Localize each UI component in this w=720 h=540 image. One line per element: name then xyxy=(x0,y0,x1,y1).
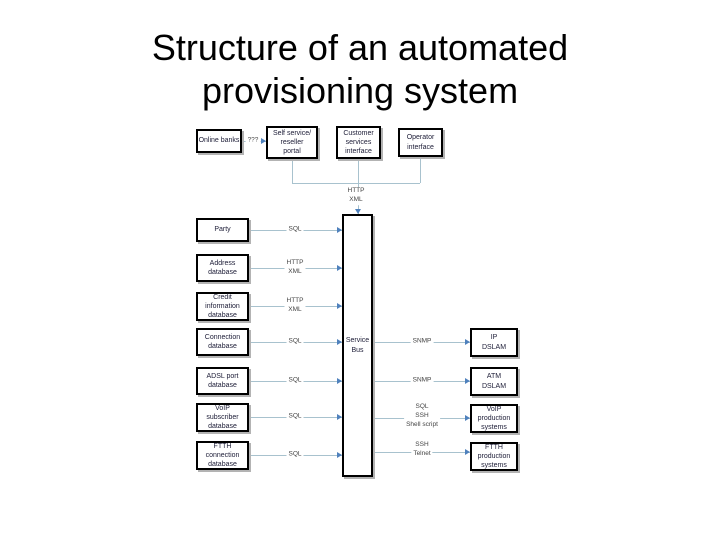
box-service-bus: Service Bus xyxy=(342,214,373,477)
box-party-database: Party xyxy=(196,218,249,242)
box-connection-database: Connection database xyxy=(196,328,249,356)
arrowhead-bus-to-ftth-production xyxy=(465,449,470,455)
connector-portal-drop xyxy=(292,159,293,183)
connector-operator-drop xyxy=(420,157,421,183)
label-atm-dslam-protocol: SNMP xyxy=(410,376,434,386)
label-credit-protocol: HTTP XML xyxy=(284,297,306,315)
label-address-protocol: HTTP XML xyxy=(284,259,306,277)
box-online-banks: Online banks xyxy=(196,129,242,153)
label-ftth-production-protocol: SSH Telnet xyxy=(411,441,433,459)
arrowhead-online-banks-to-portal xyxy=(261,138,266,144)
arrowhead-connection-to-bus xyxy=(337,339,342,345)
label-ftth-db-protocol: SQL xyxy=(286,450,304,460)
connector-top-junction xyxy=(292,183,420,184)
box-credit-information-database: Credit information database xyxy=(196,292,249,321)
label-voip-db-protocol: SQL xyxy=(286,412,304,422)
arrowhead-bus-to-ip-dslam xyxy=(465,339,470,345)
box-customer-services-interface: Customer services interface xyxy=(336,126,381,159)
box-adsl-port-database: ADSL port database xyxy=(196,367,249,395)
box-address-database: Address database xyxy=(196,254,249,282)
arrowhead-ftth-db-to-bus xyxy=(337,452,342,458)
connector-customer-services-drop xyxy=(358,159,359,183)
arrowhead-junction-to-bus xyxy=(355,209,361,214)
arrowhead-address-to-bus xyxy=(337,265,342,271)
label-voip-production-protocol: SQL SSH Shell script xyxy=(404,402,440,430)
label-ip-dslam-protocol: SNMP xyxy=(410,337,434,347)
box-voip-subscriber-database: VoIP subscriber database xyxy=(196,403,249,432)
arrowhead-party-to-bus xyxy=(337,227,342,233)
label-connection-protocol: SQL xyxy=(286,337,304,347)
label-adsl-protocol: SQL xyxy=(286,376,304,386)
box-voip-production-systems: VoIP production systems xyxy=(470,404,518,433)
arrowhead-bus-to-atm-dslam xyxy=(465,378,470,384)
box-ip-dslam: IP DSLAM xyxy=(470,328,518,357)
arrowhead-credit-to-bus xyxy=(337,303,342,309)
arrowhead-bus-to-voip-production xyxy=(465,415,470,421)
slide-title: Structure of an automated provisioning s… xyxy=(151,27,569,111)
label-online-banks-protocol: ??? xyxy=(245,136,261,146)
label-party-protocol: SQL xyxy=(286,225,304,235)
box-atm-dslam: ATM DSLAM xyxy=(470,367,518,396)
box-ftth-connection-database: FTTH connection database xyxy=(196,441,249,470)
box-self-service-portal: Self service/ reseller portal xyxy=(266,126,318,159)
arrowhead-voip-db-to-bus xyxy=(337,414,342,420)
box-operator-interface: Operator interface xyxy=(398,128,443,157)
box-ftth-production-systems: FTTH production systems xyxy=(470,442,518,471)
arrowhead-adsl-to-bus xyxy=(337,378,342,384)
label-bus-link-protocol: HTTP XML xyxy=(345,187,367,205)
